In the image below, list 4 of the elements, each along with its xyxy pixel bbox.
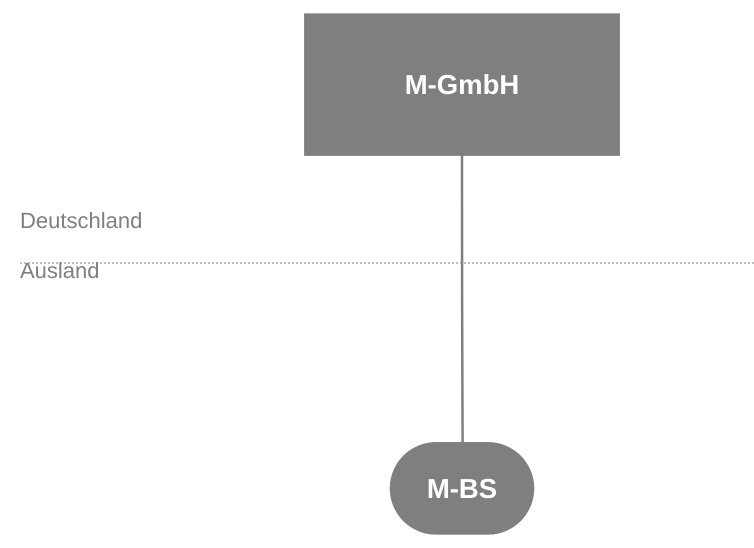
connector	[460, 155, 464, 444]
node-box: M-GmbH	[304, 13, 620, 156]
region-label: Deutschland	[20, 208, 142, 234]
region-label: Ausland	[20, 258, 100, 284]
